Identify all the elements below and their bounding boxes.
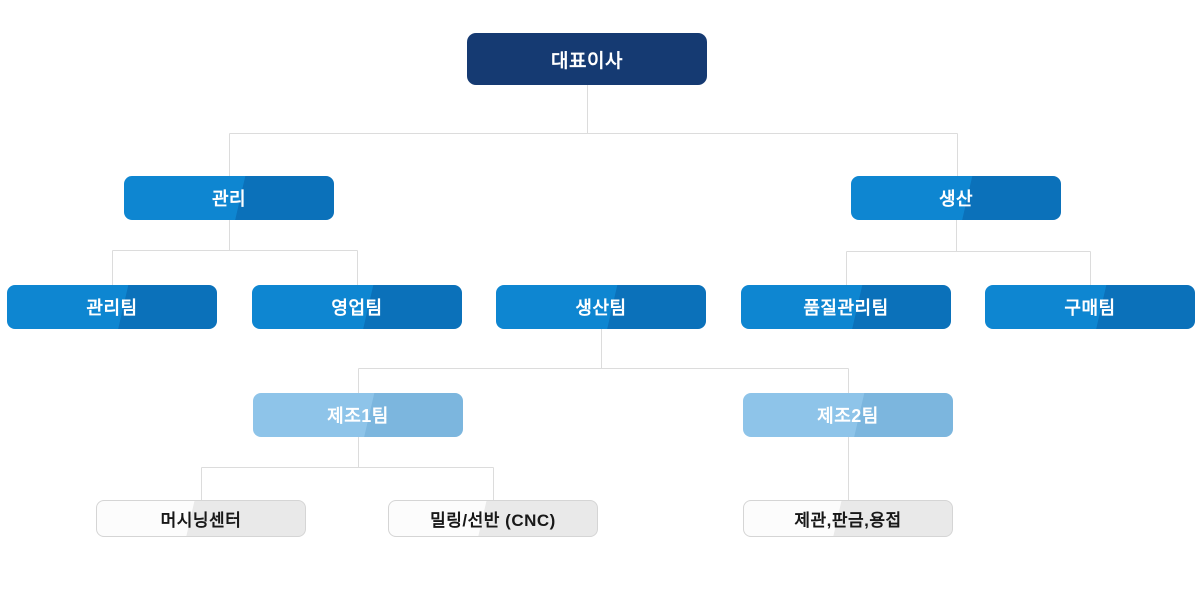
org-node-sheetmetal-welding: 제관,판금,용접 — [743, 500, 953, 537]
org-node-management-team: 관리팀 — [7, 285, 217, 329]
connector-mfg1-children — [201, 437, 494, 500]
org-node-machining-center: 머시닝센터 — [96, 500, 306, 537]
org-node-manufacturing-team-2: 제조2팀 — [743, 393, 953, 437]
connector-ceo-children — [229, 85, 958, 176]
connector-management-children — [112, 220, 358, 285]
org-node-sales-team: 영업팀 — [252, 285, 462, 329]
connector-production-children — [846, 220, 1091, 285]
org-node-management: 관리 — [124, 176, 334, 220]
org-node-milling-lathe-cnc: 밀링/선반 (CNC) — [388, 500, 598, 537]
org-node-production-team: 생산팀 — [496, 285, 706, 329]
org-node-production: 생산 — [851, 176, 1061, 220]
org-node-purchasing-team: 구매팀 — [985, 285, 1195, 329]
org-node-ceo: 대표이사 — [467, 33, 707, 85]
connector-production-team-children — [358, 329, 849, 393]
org-node-quality-control-team: 품질관리팀 — [741, 285, 951, 329]
org-node-manufacturing-team-1: 제조1팀 — [253, 393, 463, 437]
